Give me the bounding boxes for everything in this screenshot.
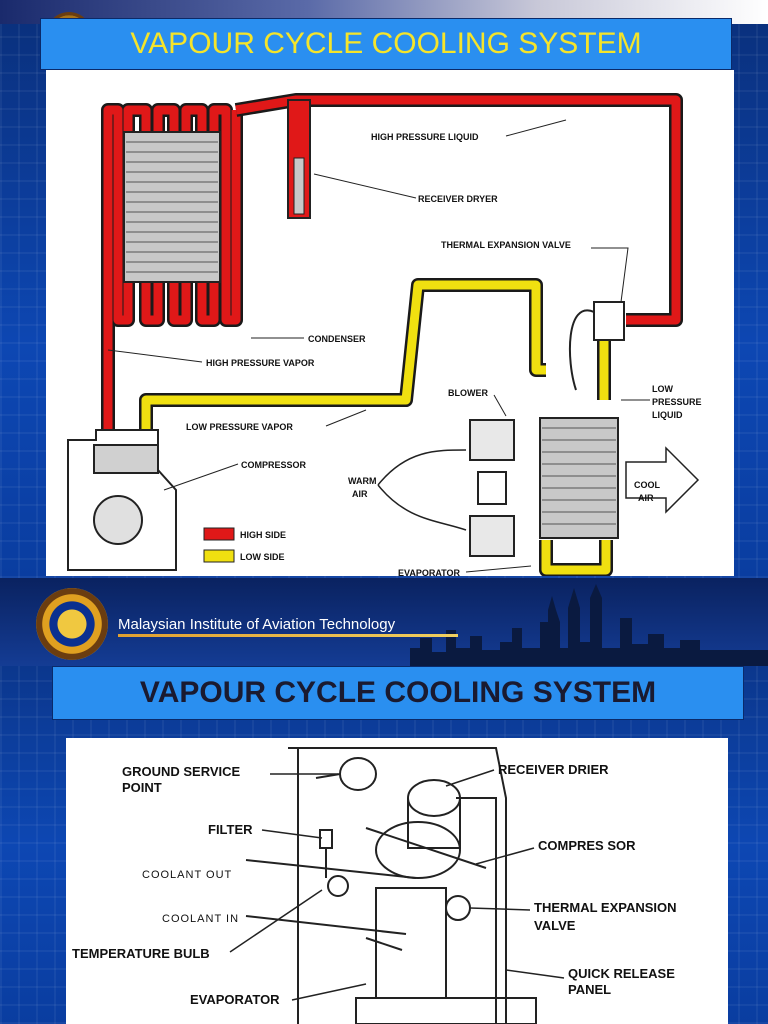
slide-1-title: VAPOUR CYCLE COOLING SYSTEM — [40, 18, 732, 70]
cooling-unit-diagram: GROUND SERVICE POINT FILTER RECEIVER DRI… — [72, 747, 677, 1024]
blower-icon — [469, 419, 515, 557]
label-cool-1: COOL — [634, 480, 661, 490]
label-receiver-drier: RECEIVER DRIER — [498, 762, 609, 777]
label-blower: BLOWER — [448, 388, 488, 398]
expansion-valve-icon — [593, 301, 625, 341]
org-underline — [118, 634, 458, 637]
label-evaporator: EVAPORATOR — [190, 992, 280, 1007]
label-compressor: COMPRES SOR — [538, 838, 636, 853]
low-side-piping — [139, 278, 613, 577]
label-thermal-expansion-1: THERMAL EXPANSION — [534, 900, 677, 915]
label-ground-service-1: GROUND SERVICE — [122, 764, 241, 779]
slide-2-title: VAPOUR CYCLE COOLING SYSTEM — [52, 666, 744, 720]
label-evaporator: EVAPORATOR — [398, 568, 461, 576]
label-low-pressure-vapor: LOW PRESSURE VAPOR — [186, 422, 293, 432]
condenser-coil-icon — [123, 131, 221, 283]
label-compressor: COMPRESSOR — [241, 460, 307, 470]
condenser-fins-icon — [126, 141, 218, 273]
label-low-1: LOW — [652, 384, 673, 394]
unit-line-drawing — [245, 747, 537, 1024]
compressor-icon — [67, 429, 177, 571]
label-filter: FILTER — [208, 822, 253, 837]
warm-air-arrow-icon — [377, 449, 467, 531]
city-skyline-icon — [410, 584, 768, 666]
unit-diagram-panel: GROUND SERVICE POINT FILTER RECEIVER DRI… — [66, 738, 728, 1024]
label-low-2: PRESSURE — [652, 397, 702, 407]
evaporator-coil-icon — [539, 417, 619, 539]
legend-high-swatch — [203, 527, 235, 541]
cool-air-arrow-icon — [625, 446, 700, 514]
legend-low-side: LOW SIDE — [240, 552, 285, 562]
label-high-pressure-liquid: HIGH PRESSURE LIQUID — [371, 132, 479, 142]
slide-1: VAPOUR CYCLE COOLING SYSTEM — [0, 0, 768, 578]
label-quick-release-2: PANEL — [568, 982, 611, 997]
label-thermal-expansion-2: VALVE — [534, 918, 576, 933]
slide-2: Malaysian Institute of Aviation Technolo… — [0, 578, 768, 1024]
label-warm-2: AIR — [352, 489, 368, 499]
legend-low-swatch — [203, 549, 235, 563]
institute-seal-icon — [36, 588, 108, 660]
slide-1-title-text: VAPOUR CYCLE COOLING SYSTEM — [130, 27, 642, 60]
label-coolant-in: COOLANT IN — [162, 913, 239, 925]
org-name: Malaysian Institute of Aviation Technolo… — [118, 616, 396, 633]
refrigeration-diagram-panel: HIGH SIDE LOW SIDE HIGH PRESSURE LIQUID … — [46, 70, 734, 578]
label-receiver-dryer: RECEIVER DRYER — [418, 194, 498, 204]
refrigeration-cycle-diagram: HIGH SIDE LOW SIDE HIGH PRESSURE LIQUID … — [67, 93, 702, 578]
label-low-3: LIQUID — [652, 410, 683, 420]
label-ground-service-2: POINT — [122, 780, 162, 795]
legend-high-side: HIGH SIDE — [240, 530, 286, 540]
label-cool-2: AIR — [638, 493, 654, 503]
slide-2-title-text: VAPOUR CYCLE COOLING SYSTEM — [139, 676, 657, 709]
label-temperature-bulb: TEMPERATURE BULB — [72, 946, 210, 961]
label-high-pressure-vapor: HIGH PRESSURE VAPOR — [206, 358, 315, 368]
label-thermal-expansion-valve: THERMAL EXPANSION VALVE — [441, 240, 571, 250]
label-warm-1: WARM — [348, 476, 377, 486]
label-quick-release-1: QUICK RELEASE — [568, 966, 675, 981]
label-condenser: CONDENSER — [308, 334, 366, 344]
slide-2-header: Malaysian Institute of Aviation Technolo… — [0, 578, 768, 666]
label-coolant-out: COOLANT OUT — [142, 869, 232, 881]
